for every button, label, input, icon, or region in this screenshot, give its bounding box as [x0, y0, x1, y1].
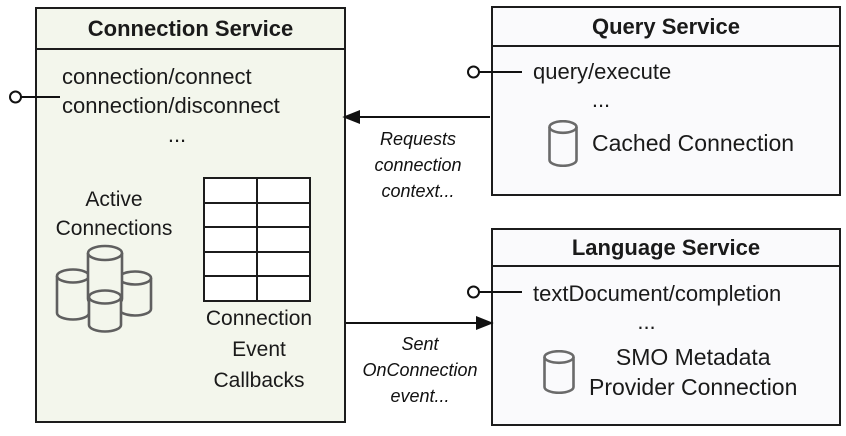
database-icon — [548, 120, 578, 167]
connection-service-methods: connection/connect connection/disconnect… — [62, 62, 292, 149]
connection-service-box: Connection Service connection/connect co… — [35, 7, 346, 423]
sent-onconnection-arrow-label: Sent OnConnection event... — [362, 334, 478, 406]
connection-service-title: Connection Service — [37, 9, 344, 50]
database-icon — [543, 350, 575, 394]
smo-metadata-item: SMO Metadata Provider Connection — [543, 342, 797, 402]
database-cluster-icon — [55, 244, 153, 333]
callback-grid-icon — [203, 177, 311, 302]
active-connections-label: Active Connections — [55, 188, 173, 240]
connection-methods-ellipsis: ... — [167, 122, 187, 147]
sent-onconnection-arrow — [346, 316, 494, 330]
cached-connection-label: Cached Connection — [592, 130, 795, 156]
language-service-methods: textDocument/completion ... — [533, 280, 781, 336]
requests-context-arrow — [342, 110, 490, 124]
smo-metadata-provider-label: SMO Metadata Provider Connection — [589, 344, 798, 400]
requests-context-arrow-label: Requests connection context... — [374, 129, 462, 201]
query-service-title: Query Service — [493, 8, 839, 47]
method-connection-connect: connection/connect — [62, 64, 252, 89]
method-connection-disconnect: connection/disconnect — [62, 93, 280, 118]
method-query-execute: query/execute — [533, 59, 672, 84]
language-methods-ellipsis: ... — [637, 309, 656, 334]
connection-event-callbacks-label: Connection Event Callbacks — [205, 307, 313, 392]
method-textdocument-completion: textDocument/completion — [533, 281, 782, 306]
cached-connection-item: Cached Connection — [548, 120, 794, 167]
query-methods-ellipsis: ... — [591, 87, 611, 112]
query-service-box: Query Service query/execute ... Cached C… — [491, 6, 841, 196]
language-service-box: Language Service textDocument/completion… — [491, 228, 841, 426]
query-service-methods: query/execute ... — [533, 58, 671, 114]
language-service-title: Language Service — [493, 230, 839, 267]
